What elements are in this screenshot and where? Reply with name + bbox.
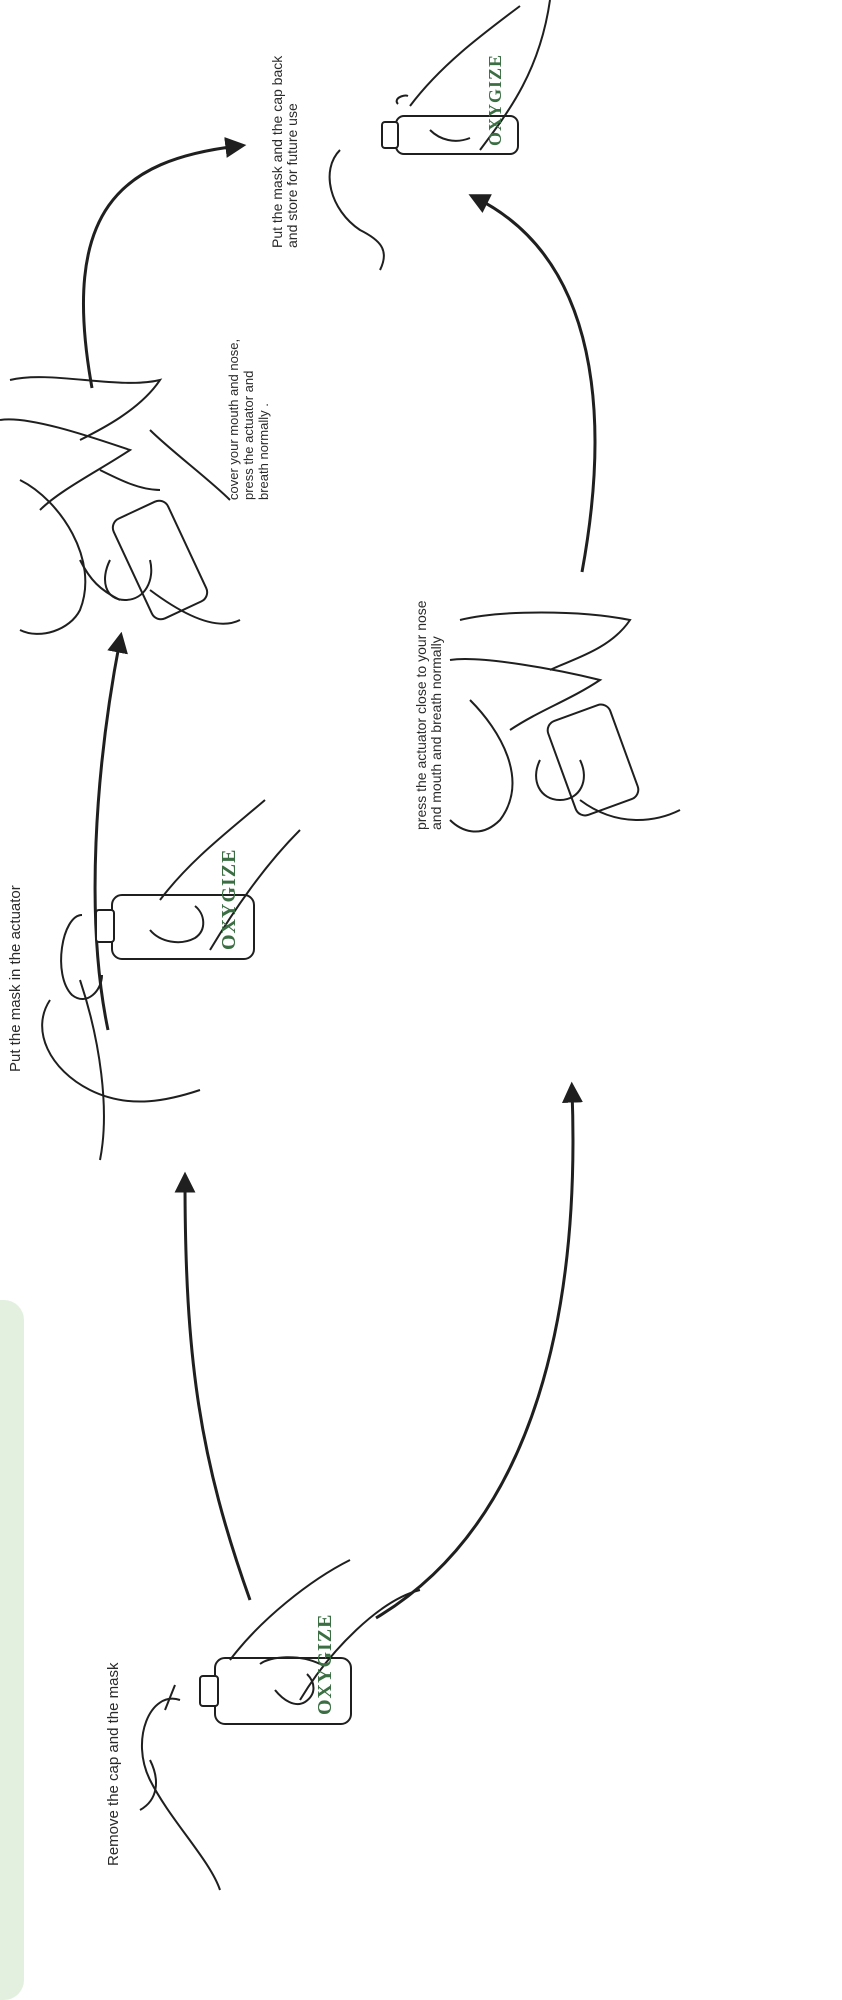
flow-arrow-1-to-2 [185,1180,250,1600]
step4-caption-line-2: and store for future use [285,56,300,248]
step3-caption: cover your mouth and nose, press the act… [226,339,271,500]
flow-arrow-3-to-4 [83,146,238,388]
step3-caption-line-2: press the actuator and [241,339,256,500]
step3-caption-line-1: cover your mouth and nose, [226,339,241,500]
step5-caption-line-1: press the actuator close to your nose [414,600,429,830]
step3-illustration [0,377,240,634]
step2-caption: Put the mask in the actuator [8,885,23,1072]
brand-label-step4: OXYGIZE [488,54,503,146]
step1-caption: Remove the cap and the mask [106,1663,121,1866]
flow-arrow-5-to-4 [476,198,595,572]
step4-caption: Put the mask and the cap back and store … [270,56,300,248]
step5-illustration [450,613,680,832]
step4-illustration [330,0,550,270]
step4-caption-line-1: Put the mask and the cap back [270,56,285,248]
step5-caption: press the actuator close to your nose an… [414,600,444,830]
flow-arrow-1-to-5 [376,1090,573,1618]
brand-label-step1: OXYGIZE [318,1614,333,1715]
flow-arrow-2-to-3 [95,640,120,1030]
step3-caption-line-3: breath normally . [256,339,271,500]
step5-caption-line-2: and mouth and breath normally [429,600,444,830]
brand-label-step2: OXYGIZE [222,849,237,950]
step2-illustration [42,800,300,1160]
step1-illustration [140,1560,420,1890]
